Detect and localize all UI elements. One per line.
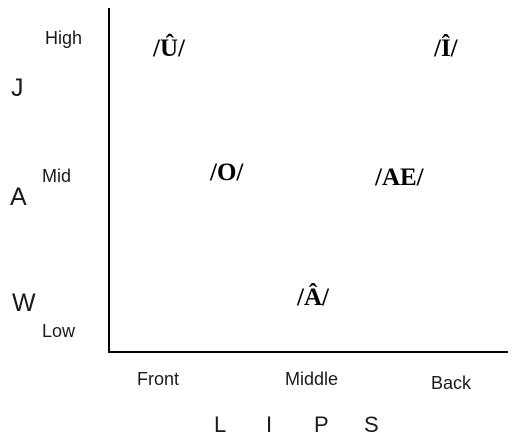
x-letter-s: S [364,412,379,437]
x-level-back: Back [431,373,472,393]
vowel-i-circumflex: /Î/ [434,35,458,62]
x-axis-line [108,351,508,353]
y-level-low: Low [42,321,76,341]
y-letter-w: W [12,289,36,317]
x-level-middle: Middle [285,369,339,389]
vowel-a-circumflex: /Â/ [297,284,329,311]
x-level-front: Front [137,369,180,389]
y-letter-a: A [10,183,27,211]
x-letter-l: L [214,412,227,437]
vowel-ae: /AE/ [375,164,424,191]
x-letter-i: I [266,412,273,437]
x-letter-p: P [314,412,329,437]
vowel-u-circumflex: /Û/ [153,35,185,62]
vowel-o: /O/ [210,159,244,186]
y-level-high: High [45,28,83,48]
y-level-mid: Mid [42,166,72,186]
y-letter-j: J [11,74,24,102]
y-axis-line [108,8,110,352]
